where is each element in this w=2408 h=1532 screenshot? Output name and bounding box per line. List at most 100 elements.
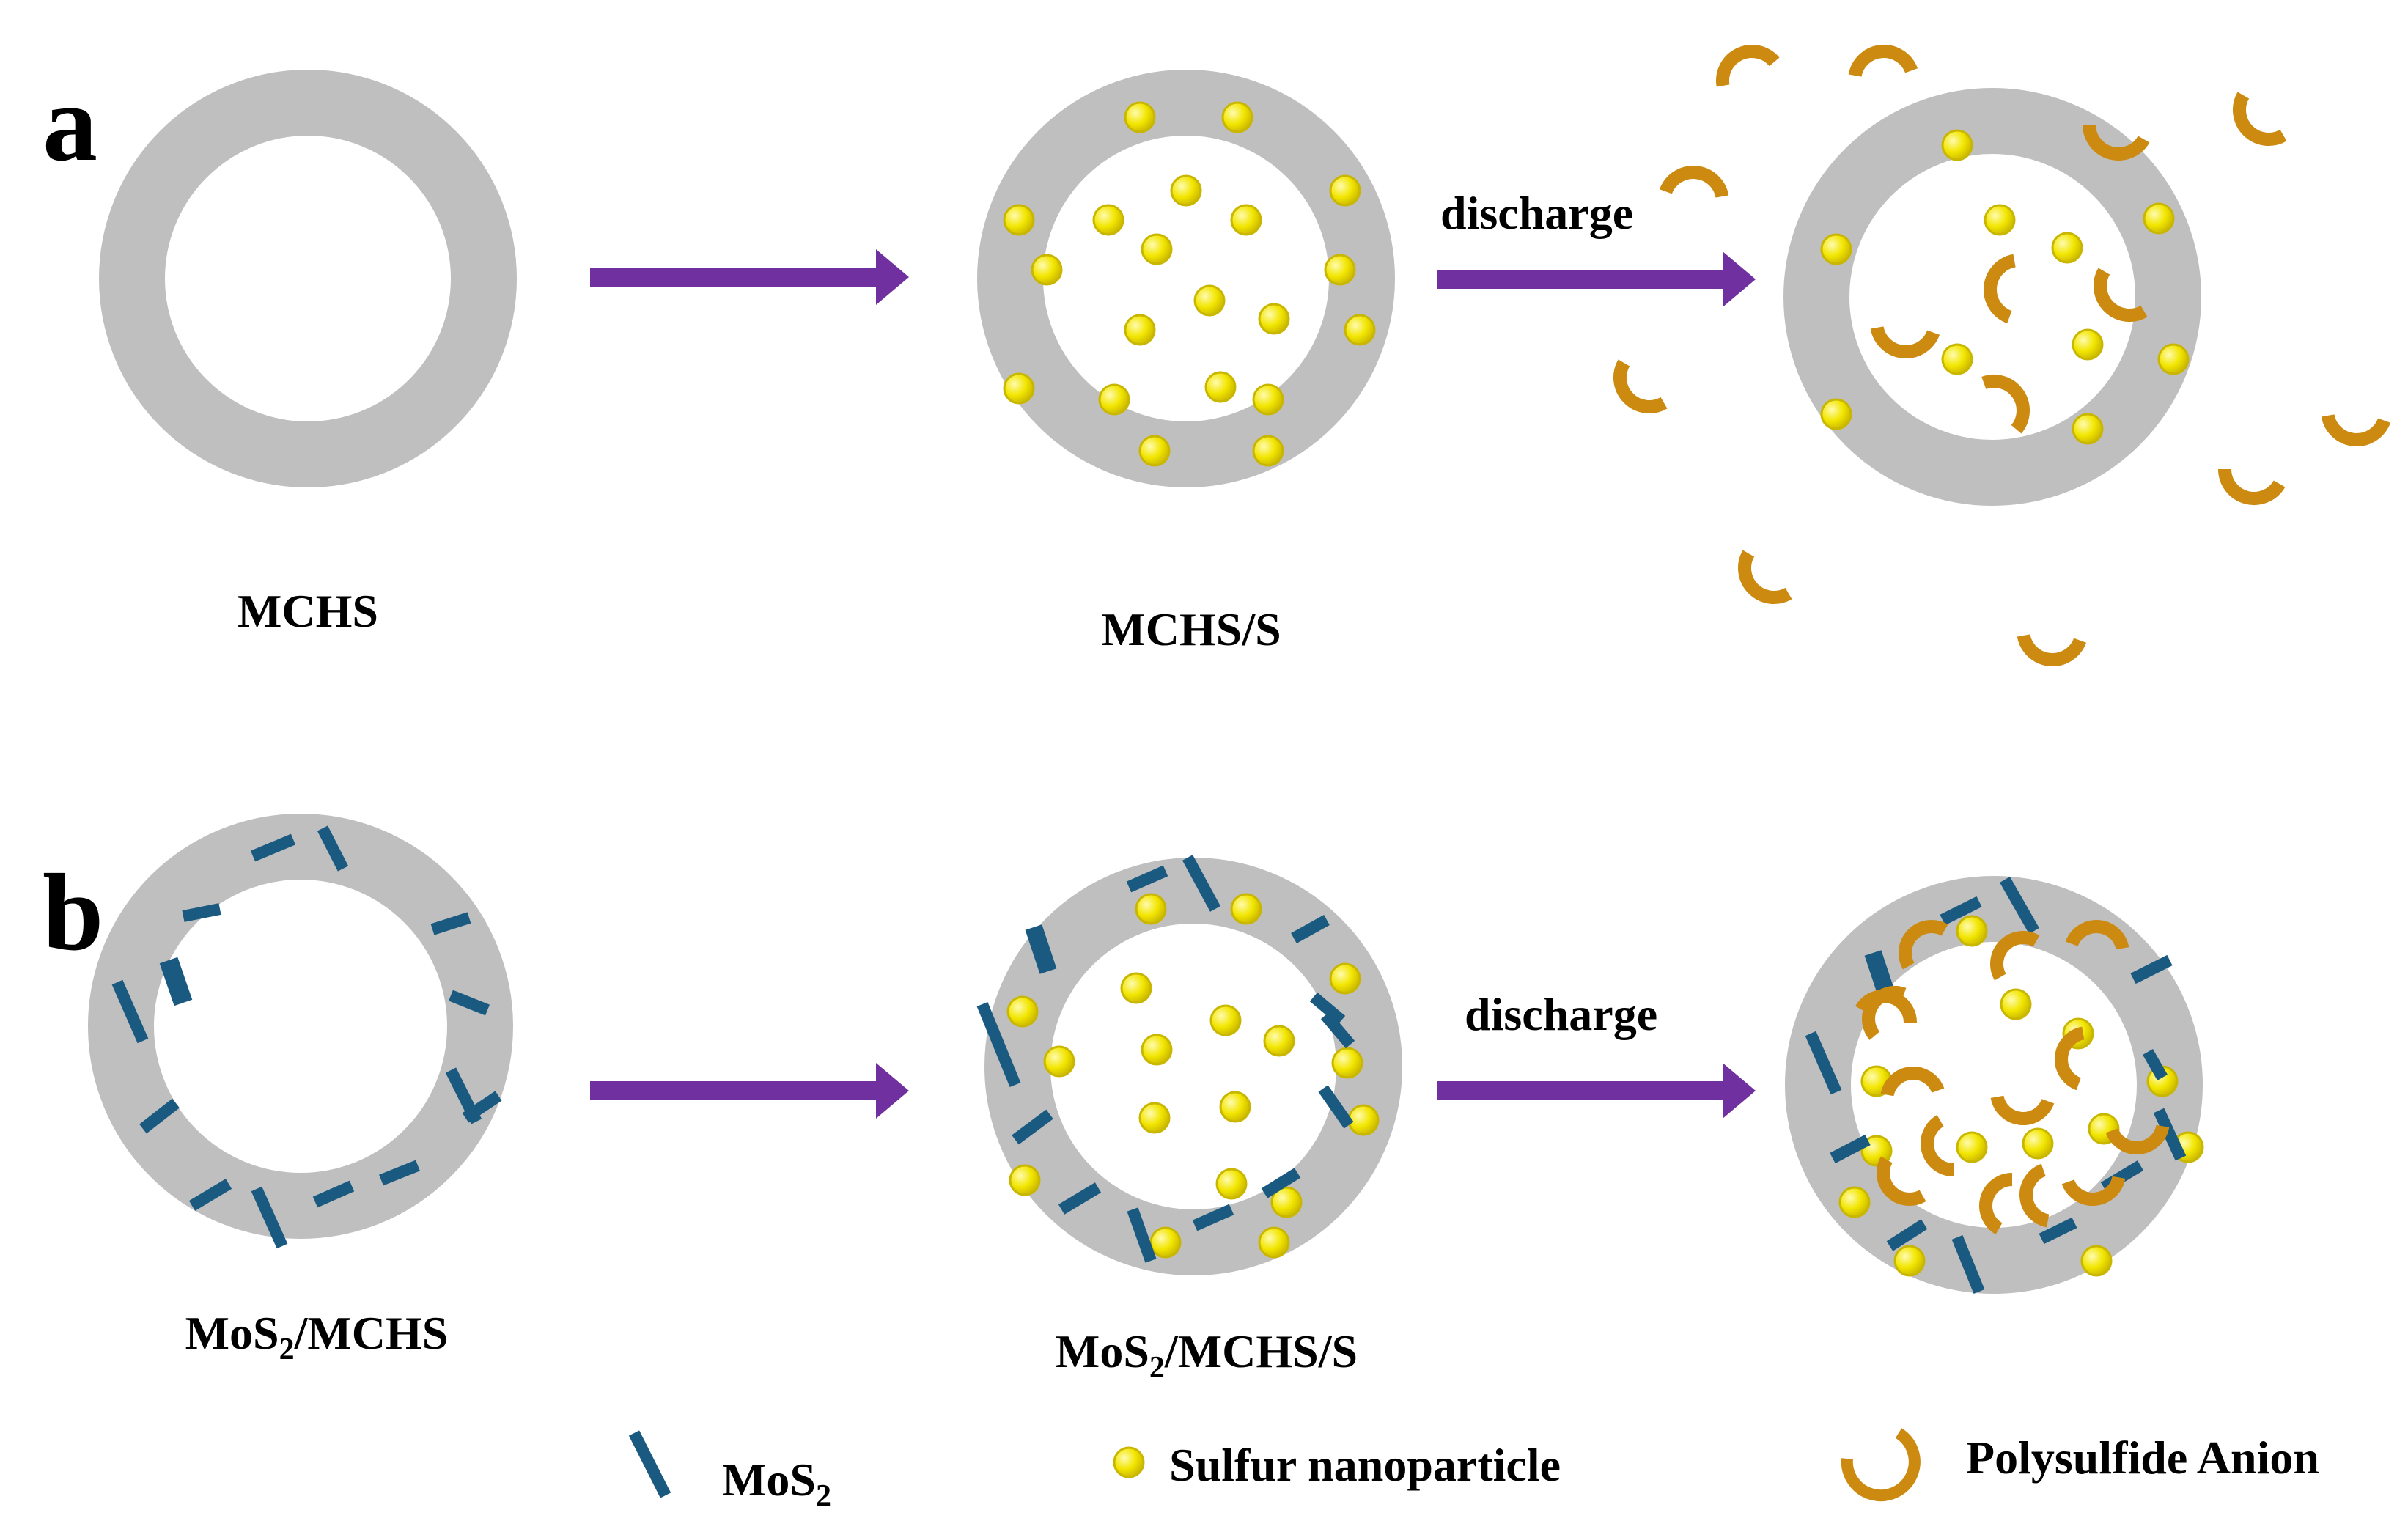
polysulfide-anion [2233,92,2287,146]
sulfur-particle [1219,1091,1251,1123]
polysulfide-anion [2105,1124,2170,1154]
sulfur-nanoparticles [1003,101,2204,1277]
polysulfide-anion [1984,254,2017,324]
polysulfide-anion [1716,45,1780,87]
mos2-sheet [2039,1217,2077,1245]
mos2-sheet [1805,1031,1842,1095]
mos2-sheet [1012,1109,1053,1145]
polysulfide-anion [1979,1173,2013,1234]
sulfur-particle [1956,915,1988,947]
sulfur-particle [1820,233,1852,265]
sulfur-particle [1003,204,1035,236]
panel-letter-a: a [43,62,97,184]
sulfur-particle [1124,101,1156,133]
arrow-b1 [590,1063,909,1119]
mos2-sheet [430,912,471,935]
mos2-sheet [317,825,349,872]
mos2-sheet [1940,896,1982,926]
sulfur-particle [1138,1102,1171,1134]
polysulfide-anion [2218,468,2286,505]
caption-mos2-mchs: MoS2/MCHS [185,1307,449,1366]
sulfur-particle [1252,383,1284,416]
caption-mos2-mchs-s: MoS2/MCHS/S [1056,1325,1358,1385]
mos2-sheet [2143,1049,2168,1080]
sulfur-particle [2157,343,2190,375]
mos2-sheet [1318,1085,1354,1129]
mos2-sheet [379,1160,420,1186]
sulfur-particle [1258,1226,1290,1259]
polysulfide-anion [1855,990,1917,1023]
shell-mchs [99,70,517,487]
discharge-label-a: discharge [1440,187,1633,239]
sulfur-particle [2051,232,2083,264]
shell-mos2-mchs-s [984,858,1402,1275]
polysulfide-anion [1880,1067,1945,1097]
sulfur-particle [1006,995,1039,1028]
arrow-a1 [590,249,909,305]
shell-mos2-mchs [88,814,513,1239]
mos2-sheet [188,1179,232,1211]
sulfur-particle [1141,233,1173,265]
sulfur-particle [1221,101,1253,133]
sulfur-particle [1149,1226,1182,1259]
polysulfide-anion [1990,1095,2055,1125]
mos2-sheet [111,979,149,1044]
polysulfide-anion [2055,1026,2085,1091]
sulfur-particle [1252,435,1284,467]
legend-polysulfide-label: Polysulfide Anion [1966,1432,2319,1484]
sulfur-particle [1098,383,1130,416]
sulfur-particle [1347,1104,1380,1136]
mos2-sheet [1951,1234,1985,1295]
mos2-sheet [159,957,193,1006]
mos2-sheet [1886,1219,1928,1251]
sulfur-particle [2072,328,2104,361]
mos2-sheet [312,1180,355,1208]
polysulfide-anion [1848,45,1918,78]
polysulfide-anion [1877,1156,1926,1206]
legend-sulfur-icon [1113,1446,1145,1478]
sulfur-particle [1263,1025,1295,1057]
sulfur-particle [1204,371,1237,403]
sulfur-particle [1984,204,2016,236]
mos2-sheet [445,1067,482,1124]
sulfur-particle [1209,1004,1242,1036]
sulfur-particle [1124,314,1156,346]
polysulfide-anion [1870,325,1940,358]
mos2-sheet [2130,954,2173,984]
mos2-sheets [111,825,2187,1295]
mos2-sheet [1309,992,1346,1025]
mos2-sheet [1261,1168,1301,1198]
sulfur-particle [1170,174,1202,207]
sulfur-particle [1258,303,1290,335]
discharge-label-b: discharge [1465,988,1657,1040]
mos2-sheet [1291,915,1330,943]
sulfur-particle [1215,1168,1248,1200]
mos2-sheet [1320,1011,1355,1049]
sulfur-particle [1141,1034,1173,1066]
polysulfide-anion [1659,166,1729,199]
sulfur-particle [1956,1131,1988,1163]
mos2-sheet [976,1001,1021,1088]
sulfur-particle [2072,413,2104,445]
panel-letter-b: b [43,852,103,973]
mos2-sheet [449,990,490,1016]
legend-sulfur-label: Sulfur nanoparticle [1169,1439,1561,1491]
polysulfide-anion [1738,550,1792,604]
polysulfide-anion [1921,1115,1954,1176]
mos2-sheet [250,833,296,862]
sulfur-particle [1329,174,1361,207]
reaction-arrows [590,249,1756,1119]
polysulfide-anion [1990,931,2040,981]
mos2-sheet [2000,877,2039,934]
legend-mos2-icon [628,1430,671,1498]
polysulfide-anion [2094,268,2148,322]
mos2-sheet [182,903,221,922]
mos2-sheet [1058,1182,1102,1215]
mos2-sheet [251,1186,288,1249]
sulfur-particle [2022,1127,2054,1160]
sulfur-particle [1820,398,1852,430]
polysulfide-anion [2061,1176,2126,1206]
sulfur-particle [2000,988,2032,1020]
polysulfide-anion [2065,920,2129,950]
